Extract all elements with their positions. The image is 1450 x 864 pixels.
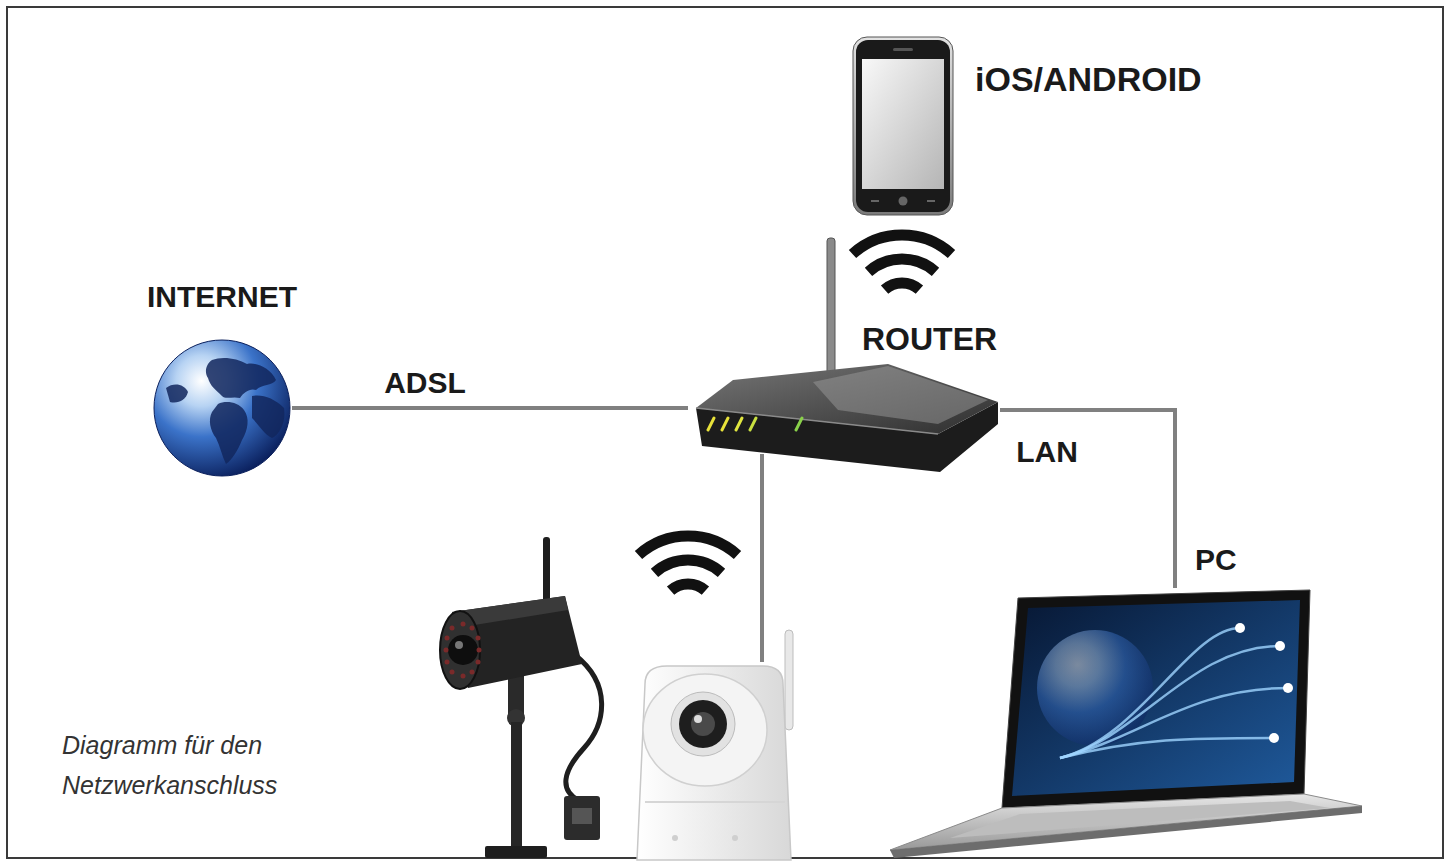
laptop-base bbox=[890, 794, 1362, 850]
wifi-arc bbox=[639, 536, 738, 555]
display-fiber bbox=[1060, 628, 1240, 758]
network-cable bbox=[1000, 410, 1175, 588]
camera-cable bbox=[566, 655, 602, 800]
camera-lens bbox=[448, 635, 478, 665]
router-antenna bbox=[827, 238, 835, 388]
router-led bbox=[708, 418, 714, 430]
globe-sphere bbox=[154, 340, 290, 476]
phone-key bbox=[871, 200, 879, 202]
camera-hood bbox=[440, 611, 480, 689]
router-top bbox=[696, 364, 998, 434]
laptop-lid bbox=[1002, 590, 1310, 808]
node-label: ROUTER bbox=[862, 321, 1082, 358]
connector-port bbox=[572, 808, 592, 824]
display-fiber bbox=[1060, 738, 1274, 758]
lens-glint bbox=[694, 715, 702, 723]
fiber-light bbox=[1269, 733, 1279, 743]
camera-pole bbox=[511, 722, 522, 848]
wifi-symbol bbox=[639, 536, 738, 591]
wifi-arc bbox=[853, 235, 952, 254]
phone-body bbox=[853, 37, 953, 215]
lens-glint bbox=[455, 641, 463, 649]
camera-lens bbox=[679, 700, 727, 748]
node-illustration bbox=[152, 338, 292, 478]
display-fiber bbox=[1060, 646, 1280, 758]
camera-body bbox=[637, 666, 791, 860]
pc-node: PC bbox=[890, 588, 1362, 858]
fiber-light bbox=[1275, 641, 1285, 651]
phone-button bbox=[899, 197, 908, 206]
continent-shape bbox=[252, 396, 284, 439]
node-illustration bbox=[853, 37, 953, 215]
camera-antenna bbox=[785, 630, 793, 730]
camera-antenna bbox=[543, 537, 550, 609]
camera-bezel bbox=[671, 692, 735, 756]
node-illustration bbox=[615, 662, 800, 860]
network-cable bbox=[292, 406, 688, 410]
router-led bbox=[736, 418, 742, 430]
wifi-arc bbox=[655, 560, 722, 573]
node-illustration bbox=[688, 362, 1000, 482]
frame-border bbox=[7, 7, 1443, 858]
continent-shape bbox=[166, 385, 188, 403]
laptop-display bbox=[1012, 600, 1300, 796]
camera-lens-inner bbox=[691, 712, 715, 736]
camera-indicator bbox=[672, 835, 678, 841]
display-fiber bbox=[1060, 688, 1288, 758]
camera-head bbox=[643, 674, 767, 786]
router-panel bbox=[813, 366, 988, 424]
camera-node bbox=[615, 662, 800, 860]
phone-node: iOS/ANDROID bbox=[853, 37, 953, 215]
internet-node: INTERNET bbox=[152, 338, 292, 478]
fiber-light bbox=[1283, 683, 1293, 693]
globe-continents bbox=[166, 358, 284, 464]
wifi-arc bbox=[869, 259, 936, 272]
phone-screen bbox=[862, 59, 944, 189]
router-led bbox=[750, 418, 756, 430]
phone-key bbox=[927, 200, 935, 202]
wifi-arc bbox=[671, 584, 706, 591]
node-illustration bbox=[890, 588, 1362, 858]
continent-shape bbox=[206, 358, 276, 398]
diagram-caption: Diagramm für den Netzwerkanschluss bbox=[62, 725, 362, 805]
phone-speaker bbox=[893, 48, 913, 51]
camera-base bbox=[485, 846, 547, 858]
fiber-light bbox=[1235, 623, 1245, 633]
camera-indicator bbox=[732, 835, 738, 841]
phone-face bbox=[856, 40, 950, 212]
wifi-symbol bbox=[853, 235, 952, 290]
outdoor-camera bbox=[440, 537, 602, 858]
node-label: INTERNET bbox=[92, 280, 352, 315]
node-label: iOS/ANDROID bbox=[975, 60, 1295, 99]
router-node: ROUTER bbox=[688, 362, 1000, 454]
node-label: PC bbox=[1195, 543, 1315, 578]
cable-connector bbox=[564, 796, 600, 840]
router-led bbox=[722, 418, 728, 430]
continent-shape bbox=[210, 402, 248, 464]
laptop-edge bbox=[890, 806, 1362, 858]
wifi-arc bbox=[885, 283, 920, 290]
router-edge bbox=[696, 408, 938, 434]
ir-leds bbox=[444, 622, 482, 679]
connection-label: ADSL bbox=[325, 366, 525, 401]
router-led bbox=[796, 418, 802, 430]
camera-seam bbox=[645, 801, 785, 803]
network-cable bbox=[760, 454, 764, 662]
